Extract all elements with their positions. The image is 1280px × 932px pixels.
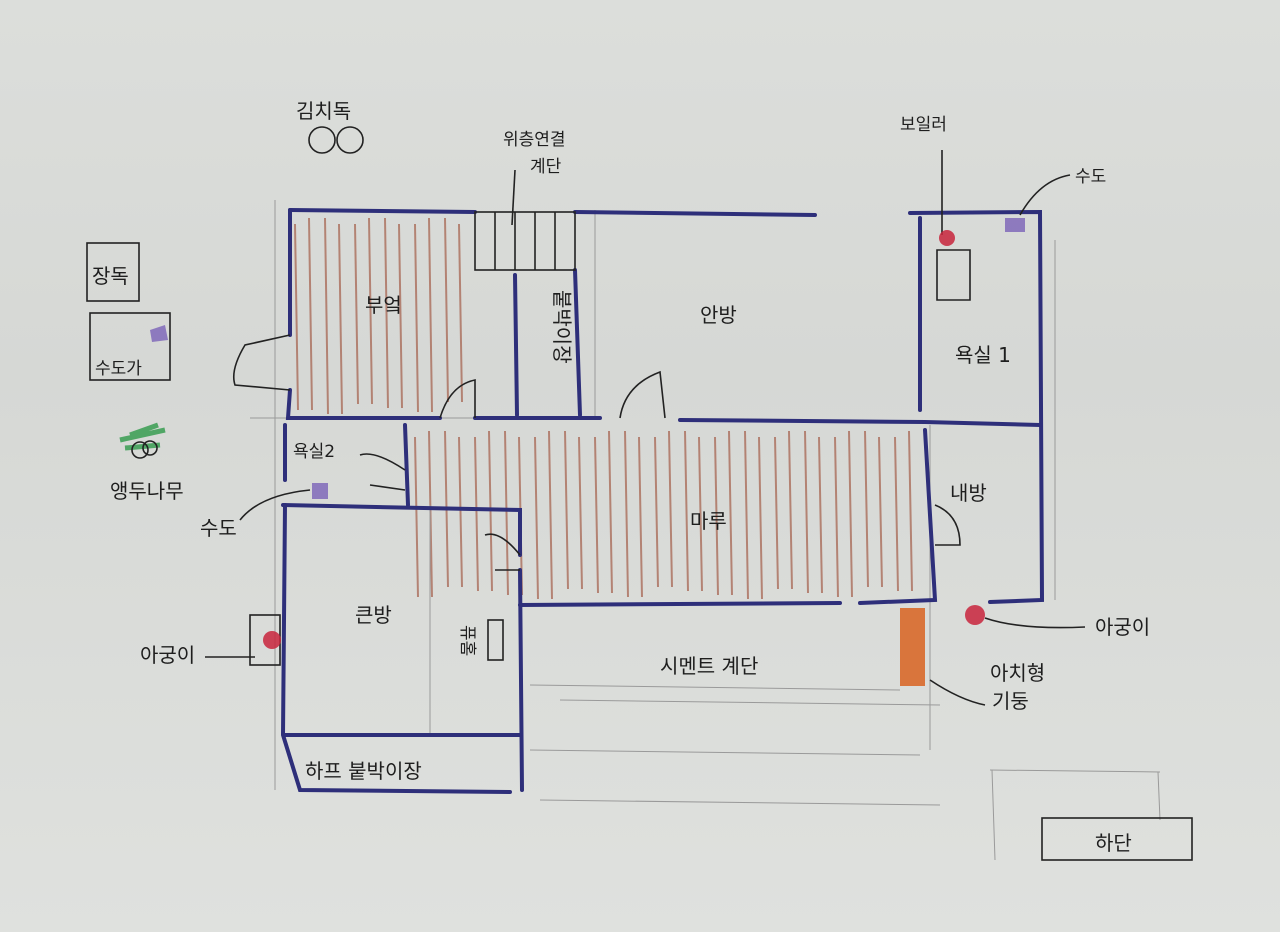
stairs <box>474 169 576 271</box>
hatch-line <box>458 223 463 403</box>
label-boiler: 보일러 <box>900 115 947 135</box>
faucet-icon <box>150 325 168 342</box>
hatch-line <box>458 436 463 588</box>
cherry-tree-icon <box>119 422 166 459</box>
hatch-line <box>668 430 673 588</box>
arch-pillar <box>900 608 925 686</box>
furnace-icon <box>263 631 281 649</box>
water-pointer <box>239 489 311 521</box>
water-pointer <box>1019 174 1071 216</box>
label-bath1: 욕실 1 <box>955 343 1011 367</box>
hatch-line <box>324 217 329 415</box>
hatch-line <box>564 430 569 590</box>
hatch-line <box>504 430 509 596</box>
hatch-line <box>624 430 629 598</box>
hatch-line <box>894 436 899 592</box>
kimchi-jar-icon <box>336 126 364 154</box>
hatch-line <box>294 223 299 411</box>
furnace-icon <box>965 605 985 625</box>
hatch-line <box>864 430 869 588</box>
label-arch-pillar: 아치형 <box>990 661 1045 685</box>
hatch-line <box>368 217 373 405</box>
label-big-room: 큰방 <box>355 603 392 627</box>
hatch-line <box>654 436 659 588</box>
hatch-line <box>608 430 613 594</box>
jar-stand-box <box>86 242 140 302</box>
furnace-pointer <box>984 617 1086 629</box>
label-faucet-stand: 수도가 <box>95 359 142 379</box>
label-furnace-right: 아궁이 <box>1095 615 1150 639</box>
label-kimchi-jar: 김치독 <box>296 99 351 123</box>
hatch-line <box>878 436 883 588</box>
hatch-line <box>474 436 479 592</box>
label-floor: 하단 <box>1095 831 1132 855</box>
hatch-line <box>384 217 389 409</box>
hatch-line <box>578 436 583 590</box>
hatch-line <box>638 436 643 598</box>
bathtub <box>936 249 971 301</box>
hatch-line <box>444 217 449 403</box>
hatch-line <box>338 223 343 415</box>
label-water-left: 수도 <box>200 516 237 540</box>
wood-floor-hatching <box>294 217 913 600</box>
hatch-line <box>534 436 539 600</box>
hatch-line <box>834 436 839 598</box>
hatch-line <box>414 436 419 598</box>
label-half-closet: 하프 붙박이장 <box>305 759 422 783</box>
hatch-line <box>398 223 403 409</box>
hatch-line <box>758 436 763 600</box>
label-bath2: 욕실2 <box>293 442 335 462</box>
label-maru: 마루 <box>690 509 727 533</box>
doors <box>232 334 961 661</box>
hatch-line <box>714 436 719 596</box>
label-water-top: 수도 <box>1075 167 1106 187</box>
hatch-line <box>908 430 913 592</box>
hatch-line <box>684 430 689 592</box>
water-tap-icon <box>312 483 328 499</box>
label-kitchen: 부엌 <box>365 293 402 317</box>
label-jar-stand: 장독 <box>92 264 129 288</box>
label-stairs-up-2: 계단 <box>530 157 562 177</box>
hatch-line <box>594 436 599 594</box>
walls <box>280 208 1045 794</box>
hatch-line <box>698 436 703 592</box>
label-arch-pillar-2: 기둥 <box>992 689 1029 713</box>
label-furnace-left: 아궁이 <box>140 643 195 667</box>
hatch-line <box>848 430 853 598</box>
hatch-line <box>308 217 313 411</box>
kimchi-jar-icon <box>308 126 336 154</box>
label-my-room: 내방 <box>950 481 987 505</box>
hatch-line <box>428 217 433 413</box>
pillar-pointer <box>929 679 986 706</box>
label-master-room: 안방 <box>700 303 737 327</box>
hatch-line <box>804 430 809 594</box>
label-builtin-closet: 붙박이장 <box>550 290 574 364</box>
hatch-line <box>774 436 779 590</box>
boiler-icon <box>939 230 955 246</box>
hatch-line <box>414 223 419 413</box>
hatch-line <box>548 430 553 600</box>
label-cherry-tree: 앵두나무 <box>110 479 184 503</box>
faucet-stand-box <box>89 312 171 381</box>
label-cement-stairs: 시멘트 계단 <box>660 654 758 678</box>
water-tap-icon <box>1005 218 1025 232</box>
hatch-line <box>354 223 359 405</box>
hatch-line <box>744 430 749 600</box>
label-groove: 퓨홈 <box>457 625 477 656</box>
floor-label-box <box>1041 817 1193 861</box>
label-stairs-up: 위층연결 <box>503 130 566 150</box>
hatch-line <box>818 436 823 594</box>
hatch-line <box>728 430 733 596</box>
hatch-line <box>788 430 793 590</box>
